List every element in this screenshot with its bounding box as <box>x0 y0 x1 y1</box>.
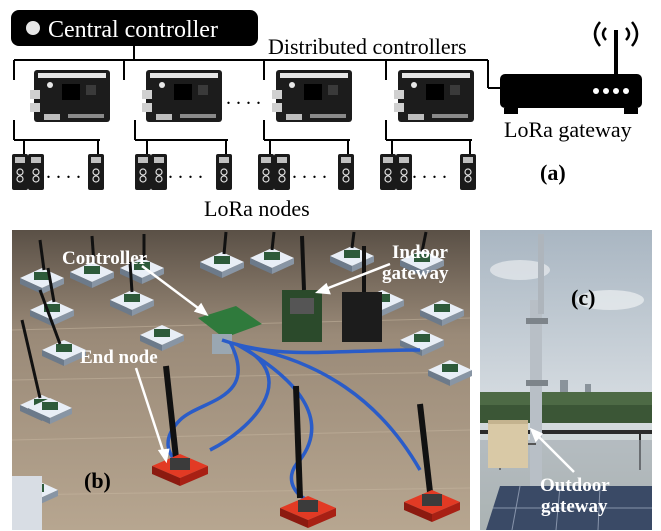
controller-board-3 <box>272 70 352 122</box>
panel-label-a: (a) <box>540 160 566 185</box>
lora-node <box>257 153 275 191</box>
indoor-gateway-label-line2: gateway <box>382 263 449 284</box>
nodes-ellipsis: . . . . <box>412 161 447 183</box>
controller-links <box>13 46 500 154</box>
lora-node <box>379 153 397 191</box>
outdoor-gateway-box <box>488 420 536 468</box>
lora-gateway-icon <box>500 21 642 114</box>
lora-node <box>150 153 168 191</box>
controller-dot-icon <box>26 21 40 35</box>
controller-board-1 <box>30 70 110 122</box>
lora-node <box>459 153 477 191</box>
lora-node <box>27 153 45 191</box>
controller-board-4 <box>394 70 474 122</box>
controller-board-photo <box>198 306 262 354</box>
outdoor-gateway-label-line2: gateway <box>541 496 608 517</box>
controller-board-2 <box>142 70 222 122</box>
panel-label-c: (c) <box>571 285 595 310</box>
central-controller-box <box>11 10 258 46</box>
nodes-ellipsis: . . . . <box>168 161 203 183</box>
indoor-gateway-photo <box>282 235 382 342</box>
panel-label-b: (b) <box>84 468 111 493</box>
controller-label: Controller <box>62 248 148 269</box>
distributed-controllers-label: Distributed controllers <box>268 34 467 59</box>
lora-gateway-label: LoRa gateway <box>504 117 632 142</box>
central-controller-label: Central controller <box>48 17 218 43</box>
lora-node <box>215 153 233 191</box>
testbed-photo: Controller Indoor gateway End node (b) <box>11 230 472 530</box>
nodes-ellipsis: . . . . <box>292 161 327 183</box>
lora-node <box>87 153 105 191</box>
outdoor-photo: (c) Outdoor gateway <box>480 230 652 531</box>
lora-node <box>337 153 355 191</box>
lora-node <box>134 153 152 191</box>
network-diagram: Central controller <box>11 10 642 221</box>
nodes-ellipsis: . . . . <box>46 161 81 183</box>
indoor-gateway-label-line1: Indoor <box>392 242 449 263</box>
lora-node <box>11 153 29 191</box>
lora-node <box>395 153 413 191</box>
outdoor-gateway-label-line1: Outdoor <box>540 475 610 496</box>
lora-nodes-label: LoRa nodes <box>204 196 310 221</box>
end-node-label: End node <box>80 347 158 368</box>
lora-node <box>273 153 291 191</box>
controllers-ellipsis: . . . . <box>226 87 261 109</box>
